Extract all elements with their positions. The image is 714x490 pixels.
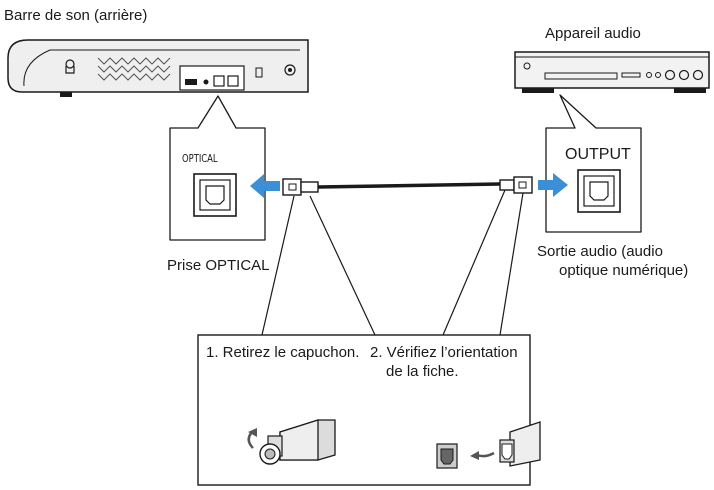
device-title: Appareil audio — [545, 25, 641, 42]
output-panel-label: OUTPUT — [565, 146, 631, 163]
step1-illustration — [247, 419, 336, 465]
soundbar-title: Barre de son (arrière) — [4, 7, 148, 24]
arrow-to-optical — [250, 174, 280, 198]
soundbar-vent-grille — [97, 57, 171, 81]
arrow-to-output — [538, 173, 568, 197]
output-port-opening — [589, 181, 609, 201]
output-caption-line2: optique numérique) — [559, 262, 689, 279]
optical-cable — [282, 176, 533, 196]
output-caption-line1: Sortie audio (audio — [537, 243, 663, 260]
cable-plug-left — [282, 178, 302, 196]
audio-device — [514, 51, 710, 93]
step-2-text-line2: de la fiche. — [386, 363, 459, 380]
output-callout — [545, 94, 642, 233]
step-2-text-line1: 2. Vérifiez l’orientation — [370, 344, 518, 361]
optical-callout — [169, 95, 266, 241]
cable-plug-right — [513, 176, 533, 194]
steps-box — [197, 334, 531, 486]
optical-port-caption: Prise OPTICAL — [167, 257, 270, 274]
optical-port-opening — [205, 185, 225, 205]
optical-panel-label: OPTICAL — [182, 152, 218, 165]
leader-lines — [261, 189, 524, 336]
soundbar-rear — [7, 39, 309, 97]
soundbar-optical-jack — [213, 75, 225, 87]
step-1-text: 1. Retirez le capuchon. — [206, 344, 360, 361]
step2-illustration — [436, 421, 541, 469]
